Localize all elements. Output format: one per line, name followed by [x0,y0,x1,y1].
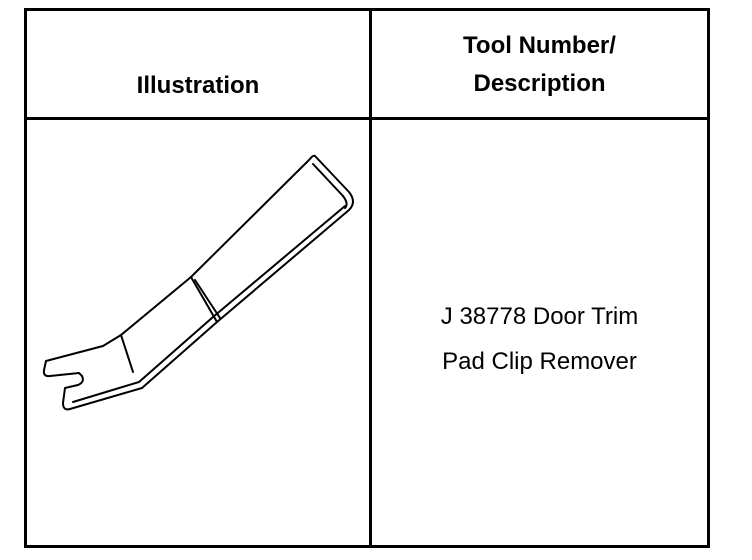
tool-description-line-2: Pad Clip Remover [442,348,637,375]
tool-description: J 38778 Door Trim Pad Clip Remover [372,294,707,384]
illustration-cell [27,120,369,545]
header-illustration-label: Illustration [136,72,260,99]
door-trim-pad-clip-remover-icon [42,154,354,411]
tool-description-line-1: J 38778 Door Trim [440,303,639,330]
header-tool-line-1: Tool Number/ [463,32,616,59]
column-divider [369,11,372,545]
header-divider [27,117,707,120]
header-tool-number-description: Tool Number/ Description [372,27,707,103]
description-cell: J 38778 Door Trim Pad Clip Remover [372,120,707,545]
header-illustration: Illustration [27,11,369,117]
header-tool-line-2: Description [473,70,606,97]
tool-table: Illustration Tool Number/ Description [24,8,710,548]
